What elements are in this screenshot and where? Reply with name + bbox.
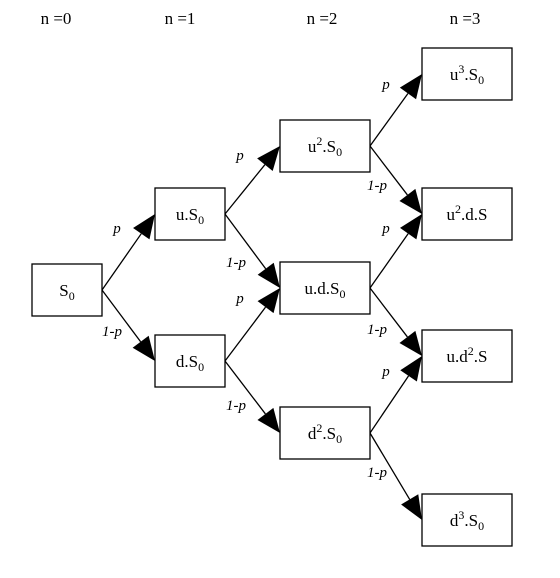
edge-probability-label: p <box>235 291 244 307</box>
edge-uS0-u2S0 <box>224 164 266 215</box>
node-S0: S0 <box>31 263 103 317</box>
arrowhead-S0-uS0 <box>133 214 155 240</box>
node-label: d.S0 <box>176 352 204 374</box>
edge-d2S0-d3S0 <box>369 432 411 500</box>
edge-probability-label: p <box>235 148 244 164</box>
edge-dS0-udS0 <box>224 306 267 362</box>
tree-edges: p 1-p p 1-p p 1-p p 1-p p 1-p p 1-p <box>101 74 422 520</box>
edge-u2S0-u2dS <box>369 145 408 196</box>
step-header-1: n =1 <box>165 9 196 28</box>
edge-probability-label: 1-p <box>367 178 387 194</box>
edge-uS0-udS0 <box>224 213 267 270</box>
edge-probability-label: 1-p <box>102 324 122 340</box>
edge-probability-label: 1-p <box>226 398 246 414</box>
arrowhead-udS0-ud2S <box>399 330 422 356</box>
node-u2dS: u2.d.S <box>421 187 513 241</box>
arrowhead-u2S0-u2dS <box>399 188 422 214</box>
step-header-0: n =0 <box>41 9 72 28</box>
node-d2S0: d2.S0 <box>279 406 371 460</box>
node-u3S0: u3.S0 <box>421 47 513 101</box>
node-uS0: u.S0 <box>154 187 226 241</box>
edge-probability-label: p <box>381 77 390 93</box>
edge-probability-label: p <box>112 221 121 237</box>
node-d3S0: d3.S0 <box>421 493 513 547</box>
arrowhead-udS0-u2dS <box>400 214 422 240</box>
edge-probability-label: p <box>381 221 390 237</box>
node-box <box>421 47 513 101</box>
node-box <box>154 187 226 241</box>
arrowhead-uS0-u2S0 <box>257 146 280 171</box>
tree-nodes: S0 u.S0 d.S0 u2.S0 u.d.S0 d2.S0 u3.S0 u2.d.S u.d… <box>31 47 513 547</box>
node-box <box>279 261 371 315</box>
edge-dS0-d2S0 <box>224 360 266 415</box>
edge-probability-label: p <box>381 364 390 380</box>
node-label: S0 <box>59 281 74 303</box>
node-label: u3.S0 <box>450 62 484 87</box>
arrowhead-dS0-udS0 <box>257 288 280 314</box>
step-header-2: n =2 <box>307 9 338 28</box>
edge-probability-label: 1-p <box>367 465 387 481</box>
arrowhead-dS0-d2S0 <box>257 407 280 433</box>
arrowhead-d2S0-d3S0 <box>401 494 422 520</box>
node-box <box>279 119 371 173</box>
node-label: u.d.S0 <box>305 279 346 301</box>
arrowhead-d2S0-ud2S <box>400 356 422 382</box>
node-box <box>421 493 513 547</box>
node-label: u2.d.S <box>447 202 488 224</box>
node-box <box>421 329 513 383</box>
step-headers: n =0 n =1 n =2 n =3 <box>41 9 481 28</box>
node-label: u.d2.S <box>447 344 488 366</box>
step-header-3: n =3 <box>450 9 481 28</box>
node-label: u.S0 <box>176 205 204 227</box>
edge-S0-uS0 <box>101 233 142 291</box>
node-label: d2.S0 <box>308 421 342 446</box>
arrowhead-uS0-udS0 <box>257 262 280 288</box>
node-u2S0: u2.S0 <box>279 119 371 173</box>
node-box <box>31 263 103 317</box>
edge-S0-dS0 <box>101 289 142 343</box>
node-label: u2.S0 <box>308 134 342 159</box>
node-udS0: u.d.S0 <box>279 261 371 315</box>
edge-u2S0-u3S0 <box>369 93 409 147</box>
node-dS0: d.S0 <box>154 334 226 388</box>
node-ud2S: u.d2.S <box>421 329 513 383</box>
edge-udS0-u2dS <box>369 233 409 289</box>
edge-probability-label: 1-p <box>226 255 246 271</box>
node-box <box>421 187 513 241</box>
edge-udS0-ud2S <box>369 287 408 338</box>
arrowhead-u2S0-u3S0 <box>399 74 422 100</box>
edge-probability-label: 1-p <box>367 322 387 338</box>
edge-d2S0-ud2S <box>369 375 410 434</box>
arrowhead-S0-dS0 <box>132 335 155 361</box>
node-box <box>154 334 226 388</box>
node-box <box>279 406 371 460</box>
node-label: d3.S0 <box>450 508 484 533</box>
